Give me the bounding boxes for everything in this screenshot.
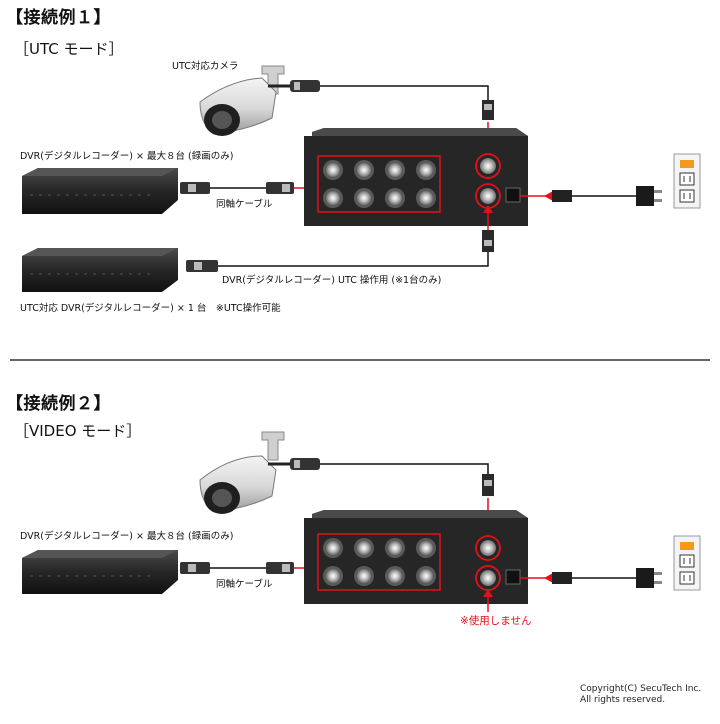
bnc-port-center [388,163,402,177]
ac-adapter-2 [636,568,662,588]
camera-cable-connector-2 [290,458,320,470]
bnc-port-center [419,569,433,583]
bnc-port-center [388,541,402,555]
section1-mode: ［UTC モード］ [14,40,124,58]
output-bnc-group-2 [317,533,441,591]
camera-cable-2 [320,463,489,476]
input-bnc-port [475,153,501,179]
bnc-port-center [326,191,340,205]
camera-bnc-plug [482,100,494,120]
bnc-port-center [419,163,433,177]
utc-line-label: DVR(デジタルレコーダー) UTC 操作用 (※1台のみ) [222,275,442,286]
camera-bnc-plug-2 [482,474,494,496]
bnc-port-center [388,191,402,205]
utc-bnc-plug [482,230,494,252]
copyright-line2: All rights reserved. [580,695,666,706]
coax-plug [266,182,294,194]
cable-label-2: 同軸ケーブル [216,579,273,590]
bnc-port-center [326,163,340,177]
dvr-multi-label-2: DVR(デジタルレコーダー) × 最大８台 (録画のみ) [20,531,234,542]
cable-label: 同軸ケーブル [216,199,273,210]
bnc-port-center [326,541,340,555]
wall-outlet-2 [673,535,701,591]
dvr-single-label: UTC対応 DVR(デジタルレコーダー) × 1 台 ※UTC操作可能 [20,303,281,314]
ac-adapter [636,186,662,206]
section1-heading: 【接続例１】 [6,8,111,28]
wall-outlet [673,153,701,209]
dvr-multi-connector [180,182,210,194]
video-distributor-2 [304,510,528,604]
copyright: Copyright(C) SecuTech Inc. All rights re… [580,684,720,707]
camera-cable [320,85,489,104]
utc-cable [218,252,489,267]
camera-label: UTC対応カメラ [172,61,239,72]
dvr-single-unit [22,248,178,292]
coax-plug-2 [266,562,294,574]
dvr-multi-label: DVR(デジタルレコーダー) × 最大８台 (録画のみ) [20,151,234,162]
dvr-single-connector [186,260,218,272]
input-bnc-port-2 [475,535,501,561]
dvr-multi-unit [22,168,178,214]
not-used-label: ※使用しません [460,615,532,627]
utc-camera [199,65,292,136]
section2-heading: 【接続例２】 [6,394,111,414]
dvr-multi-unit-2 [22,550,178,594]
section2-mode: ［VIDEO モード］ [14,422,142,440]
copyright-line1: Copyright(C) SecuTech Inc. [580,684,702,694]
bnc-port-center [357,541,371,555]
bnc-port-center [357,163,371,177]
camera-cable-connector [290,80,320,92]
power-plug-dc [552,190,572,202]
camera [199,431,292,514]
output-bnc-ports [323,160,436,208]
dc-jack [505,187,521,203]
bnc-port-center [419,191,433,205]
dc-jack-2 [505,569,521,585]
output-bnc-group [317,155,441,213]
bnc-port-center [388,569,402,583]
output-bnc-ports-2 [323,538,436,586]
bnc-port-center [419,541,433,555]
bnc-port-center [326,569,340,583]
power-plug-dc-2 [552,572,572,584]
dvr-multi-connector-2 [180,562,210,574]
bnc-port-center [357,191,371,205]
bnc-port-center [357,569,371,583]
